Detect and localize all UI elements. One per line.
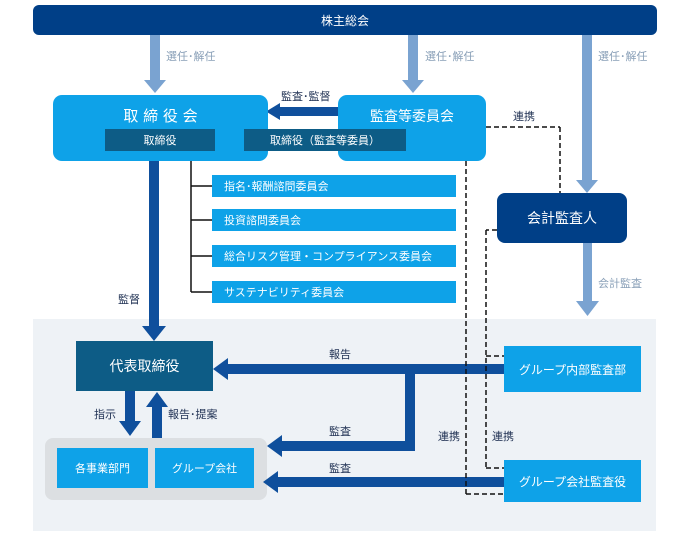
audit-committee: 監査等委員会 bbox=[338, 95, 486, 161]
accounting-auditor-label: 会計監査人 bbox=[527, 211, 597, 227]
group-company-audit-label: グループ会社監査役 bbox=[518, 474, 627, 489]
supervise-arrow bbox=[142, 161, 166, 341]
accounting-audit-arrow bbox=[576, 243, 599, 316]
report-label: 報告 bbox=[329, 348, 351, 361]
cooperation-label: 連携 bbox=[492, 430, 514, 443]
audit-label: 監査 bbox=[329, 462, 351, 475]
report-arrow bbox=[213, 358, 504, 380]
supervise-label: 監督 bbox=[118, 293, 140, 306]
committee-label: 指名･報酬諮問委員会 bbox=[224, 180, 329, 193]
business-divisions: 各事業部門 bbox=[57, 448, 148, 488]
committee-investment: 投資諮問委員会 bbox=[212, 209, 456, 231]
committee-bracket bbox=[190, 161, 212, 293]
appoint-dismiss-arrows bbox=[144, 35, 598, 193]
board-title: 取 締 役 会 bbox=[123, 107, 198, 125]
committee-nomination-remuneration: 指名･報酬諮問委員会 bbox=[212, 175, 456, 197]
cooperation-label: 連携 bbox=[438, 430, 460, 443]
audit-committee-directors-label: 取締役（監査等委員） bbox=[270, 134, 380, 147]
group-internal-audit: グループ内部監査部 bbox=[504, 346, 641, 392]
committee-label: 投資諮問委員会 bbox=[224, 214, 301, 227]
audit-supervise-arrow bbox=[266, 103, 338, 120]
instruct-arrow bbox=[119, 390, 141, 436]
representative-director-label: 代表取締役 bbox=[109, 359, 180, 375]
committee-label: サステナビリティ委員会 bbox=[224, 286, 345, 299]
appoint-dismiss-label: 選任･解任 bbox=[166, 50, 216, 63]
group-company-audit: グループ会社監査役 bbox=[504, 460, 641, 502]
committee-sustainability: サステナビリティ委員会 bbox=[212, 281, 456, 303]
committee-label: 総合リスク管理・コンプライアンス委員会 bbox=[224, 250, 433, 263]
audit-supervise-label: 監査･監督 bbox=[281, 90, 331, 103]
report-propose-label: 報告･提案 bbox=[168, 408, 218, 421]
shareholders-meeting-label: 株主総会 bbox=[320, 13, 369, 28]
group-companies: グループ会社 bbox=[155, 448, 254, 488]
shareholders-meeting: 株主総会 bbox=[33, 5, 657, 35]
cooperation-dashed-lines bbox=[465, 126, 561, 495]
audit-committee-directors-box: 取締役（監査等委員） bbox=[244, 129, 406, 151]
committee-risk-compliance: 総合リスク管理・コンプライアンス委員会 bbox=[212, 245, 456, 267]
accounting-auditor: 会計監査人 bbox=[497, 193, 627, 243]
cooperation-label: 連携 bbox=[513, 110, 535, 123]
audit-bottom-arrow bbox=[263, 471, 504, 493]
board-of-directors: 取 締 役 会 取締役 bbox=[53, 95, 268, 161]
business-divisions-label: 各事業部門 bbox=[75, 462, 130, 475]
group-companies-label: グループ会社 bbox=[171, 462, 238, 475]
accounting-audit-label: 会計監査 bbox=[598, 277, 642, 290]
representative-director: 代表取締役 bbox=[76, 341, 213, 391]
appoint-dismiss-label: 選任･解任 bbox=[598, 50, 648, 63]
appoint-dismiss-label: 選任･解任 bbox=[425, 50, 475, 63]
audit-committee-title: 監査等委員会 bbox=[370, 109, 454, 125]
directors-label: 取締役 bbox=[143, 134, 177, 147]
instruct-label: 指示 bbox=[94, 408, 116, 421]
audit-label: 監査 bbox=[329, 425, 351, 438]
report-propose-arrow bbox=[146, 392, 168, 438]
group-internal-audit-label: グループ内部監査部 bbox=[518, 362, 627, 377]
audit-mid-arrow bbox=[267, 369, 415, 457]
directors-box: 取締役 bbox=[105, 129, 215, 151]
